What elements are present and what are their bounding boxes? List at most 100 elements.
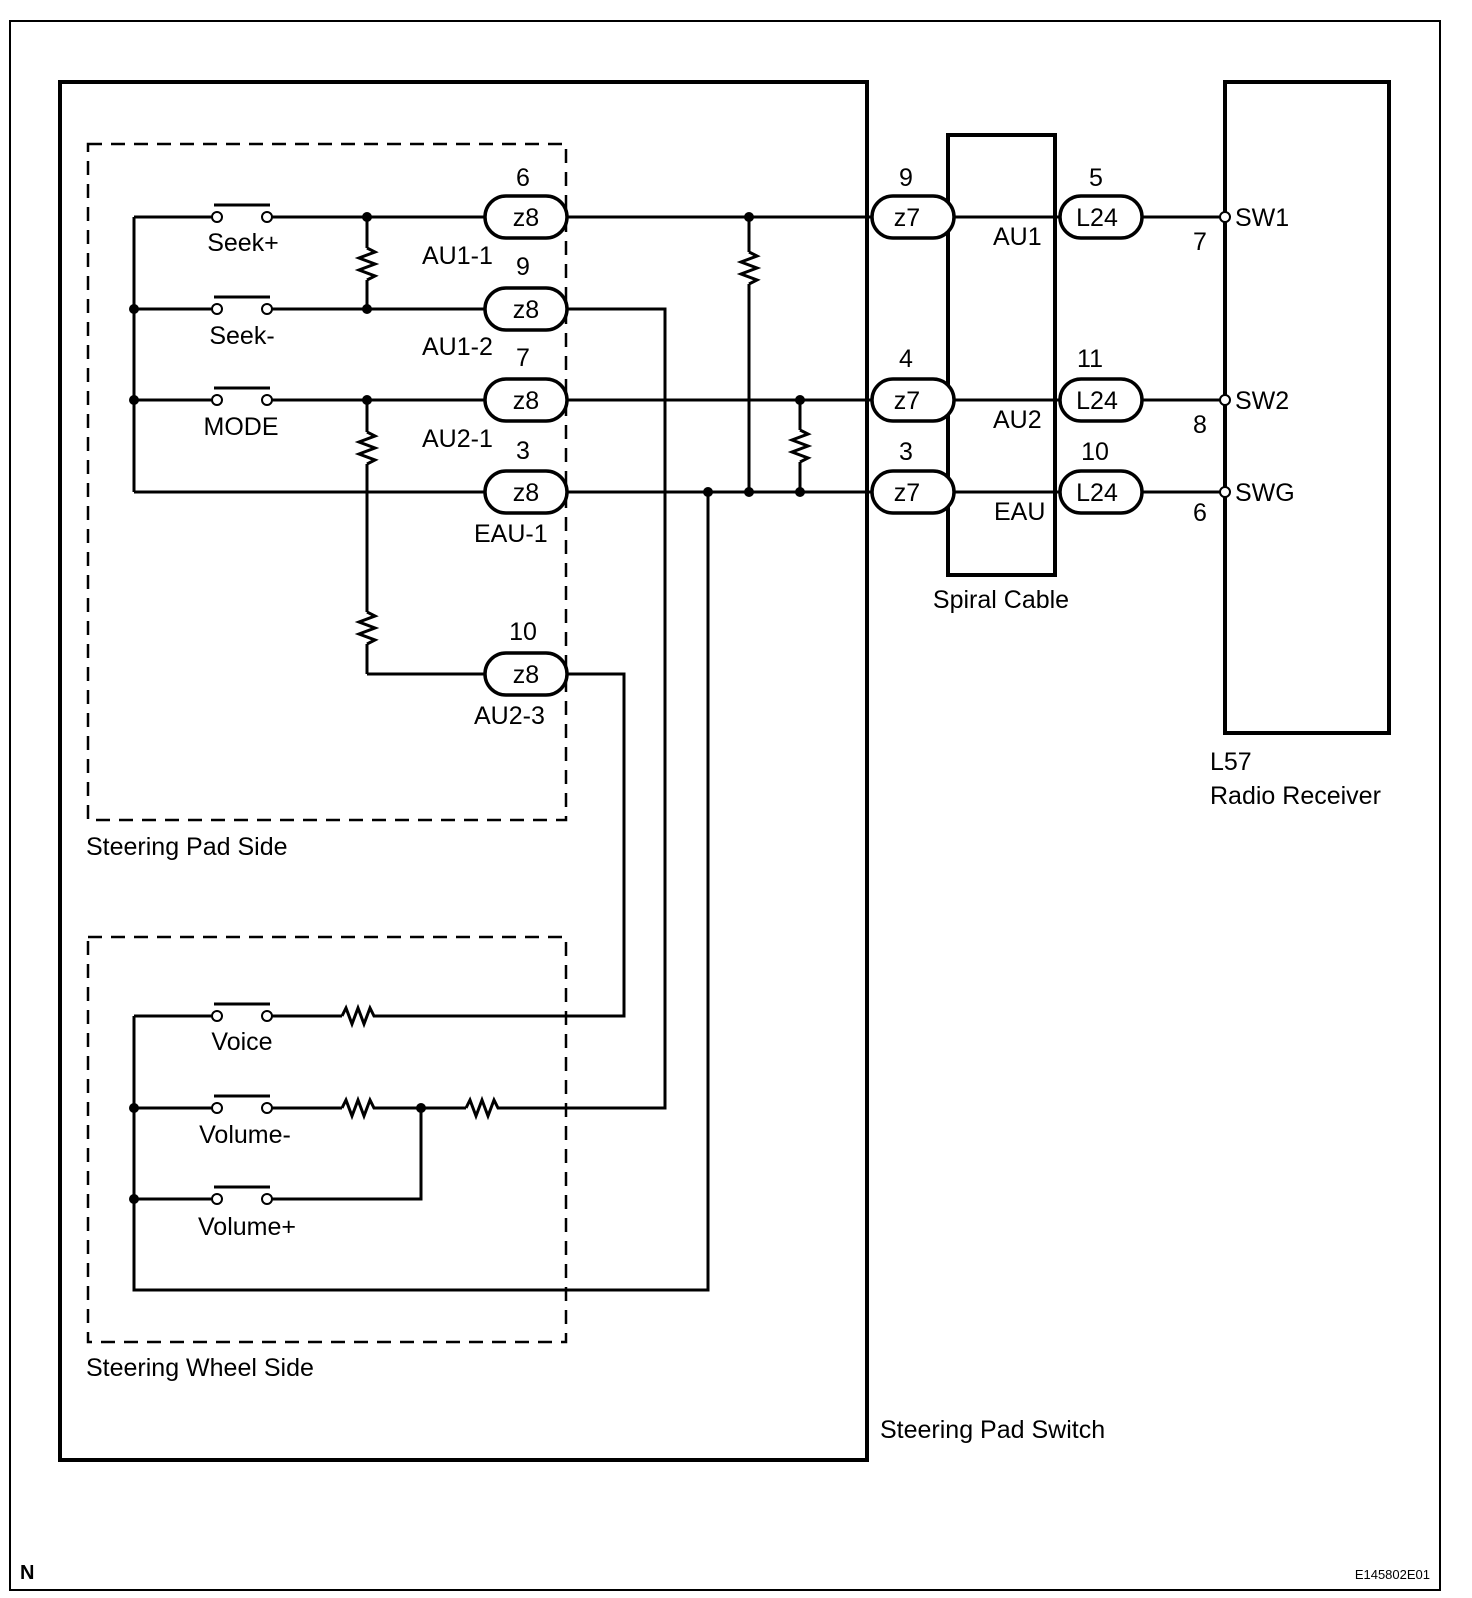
pin-number: 9 (899, 164, 913, 192)
connector-z7-au1: z7 9 AU1 (870, 164, 1042, 251)
connector-l24-sw1: L24 5 (1058, 164, 1144, 240)
switch-seek-minus: Seek- (209, 295, 275, 350)
svg-text:z7: z7 (894, 387, 920, 415)
switch-mode: MODE (204, 386, 279, 441)
terminal-name: AU1-2 (422, 333, 493, 361)
connector-z8-au2-1: z8 7 AU2-1 (422, 344, 569, 453)
svg-text:z8: z8 (513, 296, 539, 324)
connector-z8-au2-3: z8 10 AU2-3 (474, 618, 569, 730)
terminal-name: AU2-1 (422, 425, 493, 453)
resistor-mode (354, 430, 380, 466)
terminal-sw1: SW1 7 (1193, 204, 1289, 256)
terminal-label: SW2 (1235, 387, 1289, 415)
switch-volume-minus: Volume- (199, 1094, 291, 1149)
svg-text:L24: L24 (1076, 479, 1118, 507)
connector-z7-au2: z7 4 AU2 (870, 345, 1042, 434)
pin-number: 3 (516, 437, 530, 465)
resistor-voice (340, 1003, 378, 1029)
seek-plus-label: Seek+ (207, 229, 279, 257)
connector-z8-eau-1: z8 3 EAU-1 (474, 437, 569, 548)
au12-route (502, 307, 667, 1110)
volume-minus-label: Volume- (199, 1121, 291, 1149)
terminal-name: AU2 (993, 406, 1042, 434)
resistor-au23 (354, 610, 380, 646)
pin-number: 7 (516, 344, 530, 372)
junction-dot (744, 487, 754, 497)
junction-dot (703, 487, 713, 497)
svg-text:z8: z8 (513, 204, 539, 232)
radio-receiver-box (1223, 80, 1391, 735)
junction-dot (362, 304, 372, 314)
radio-receiver-code: L57 (1210, 748, 1252, 776)
terminal-pin: 8 (1193, 411, 1207, 439)
vol-plus-wire-right (272, 1108, 423, 1201)
steering-pad-side-label: Steering Pad Side (86, 833, 288, 861)
wheel-ground-route (132, 492, 710, 1292)
radio-receiver-label: Radio Receiver (1210, 782, 1381, 810)
terminal-label: SWG (1235, 479, 1295, 507)
pin-number: 4 (899, 345, 913, 373)
junction-dot (362, 212, 372, 222)
au23-route (378, 672, 626, 1018)
switch-volume-plus: Volume+ (198, 1185, 296, 1241)
junction-dot (129, 1103, 139, 1113)
figure-id: E145802E01 (1355, 1567, 1430, 1582)
svg-text:z8: z8 (513, 387, 539, 415)
junction-dot (795, 487, 805, 497)
terminal-name: EAU-1 (474, 520, 548, 548)
resistor-au1-eau (736, 250, 762, 286)
connector-l24-swg: L24 10 (1058, 438, 1144, 515)
switch-voice: Voice (211, 1002, 273, 1056)
svg-text:z8: z8 (513, 479, 539, 507)
terminal-pin: 7 (1193, 228, 1207, 256)
steering-pad-switch-label: Steering Pad Switch (880, 1416, 1105, 1444)
steering-wheel-side-label: Steering Wheel Side (86, 1354, 314, 1382)
svg-text:L24: L24 (1076, 387, 1118, 415)
voice-label: Voice (211, 1028, 272, 1056)
pin-number: 3 (899, 438, 913, 466)
resistor-seek (354, 246, 380, 282)
svg-text:z7: z7 (894, 479, 920, 507)
mode-label: MODE (204, 413, 279, 441)
resistor-vol-minus (340, 1095, 378, 1121)
volume-plus-label: Volume+ (198, 1213, 296, 1241)
pin-number: 6 (516, 164, 530, 192)
junction-dot (416, 1103, 426, 1113)
svg-text:z7: z7 (894, 204, 920, 232)
seek-minus-label: Seek- (209, 322, 274, 350)
connector-z8-au1-1: z8 6 AU1-1 (422, 164, 569, 270)
junction-dot (129, 304, 139, 314)
junction-dot (744, 212, 754, 222)
corner-mark: N (20, 1562, 34, 1584)
pin-number: 11 (1077, 345, 1103, 373)
junction-dot (795, 395, 805, 405)
pin-number: 5 (1089, 164, 1103, 192)
terminal-name: AU1 (993, 223, 1042, 251)
steering-pad-switch-box (58, 80, 869, 1462)
steering-wheel-side-group (86, 935, 568, 1344)
pin-number: 10 (509, 618, 537, 646)
spiral-cable-box (946, 133, 1057, 577)
junction-dot (129, 395, 139, 405)
terminal-name: EAU (994, 498, 1045, 526)
terminal-pin: 6 (1193, 499, 1207, 527)
terminal-swg: SWG 6 (1193, 479, 1295, 527)
terminal-sw2: SW2 8 (1193, 387, 1289, 439)
connector-l24-sw2: L24 11 (1058, 345, 1144, 423)
connector-z8-au1-2: z8 9 AU1-2 (422, 253, 569, 361)
junction-dot (129, 1194, 139, 1204)
junction-dot (362, 395, 372, 405)
resistor-vol-plus (464, 1095, 502, 1121)
switch-seek-plus: Seek+ (207, 203, 279, 257)
resistor-au2-eau (787, 428, 813, 464)
spiral-cable-label: Spiral Cable (933, 586, 1069, 614)
terminal-label: SW1 (1235, 204, 1289, 232)
pin-number: 10 (1081, 438, 1109, 466)
connector-z7-eau: z7 3 EAU (870, 438, 1045, 526)
terminal-name: AU1-1 (422, 242, 493, 270)
terminal-name: AU2-3 (474, 702, 545, 730)
pin-number: 9 (516, 253, 530, 281)
svg-text:z8: z8 (513, 661, 539, 689)
svg-text:L24: L24 (1076, 204, 1118, 232)
